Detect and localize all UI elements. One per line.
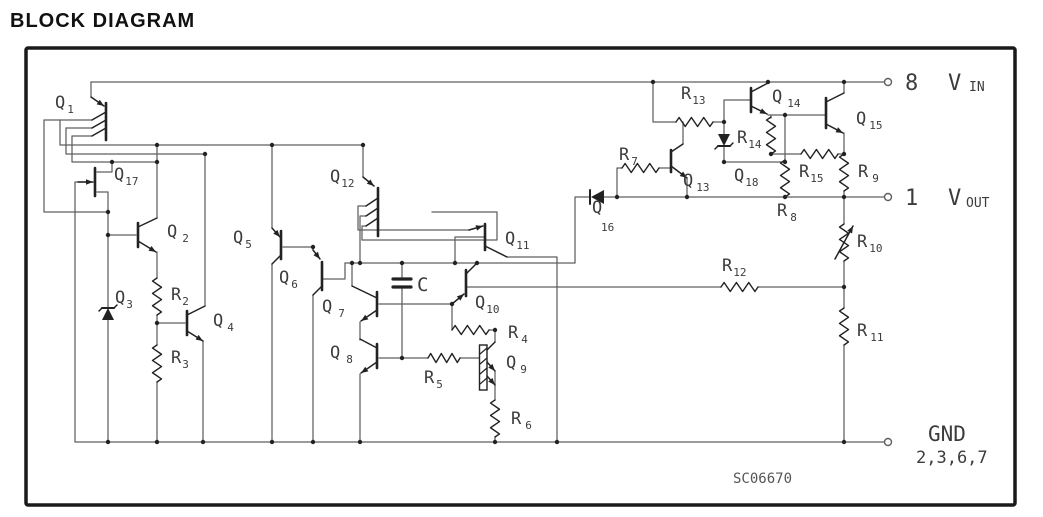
label-r15: R15 bbox=[799, 162, 824, 185]
pin-vin-name: V bbox=[948, 71, 961, 96]
figure-code: SC06670 bbox=[733, 471, 792, 487]
label-q18: Q18 bbox=[734, 166, 759, 189]
label-q12: Q12 bbox=[330, 167, 355, 190]
pin-vin-sub: IN bbox=[969, 80, 985, 95]
pin-gnd: GND 2,3,6,7 bbox=[883, 422, 988, 468]
label-q16-sub: 16 bbox=[601, 221, 614, 234]
terminal-gnd bbox=[883, 437, 893, 447]
label-q3: Q3 bbox=[115, 288, 133, 311]
pin-gnd-name: GND bbox=[928, 422, 966, 446]
terminal-vout bbox=[883, 192, 893, 202]
diagram-frame bbox=[24, 46, 1017, 507]
page-title: BLOCK DIAGRAM bbox=[10, 10, 195, 32]
pin-gnd-numbers: 2,3,6,7 bbox=[916, 448, 988, 468]
label-r3: R3 bbox=[171, 348, 189, 371]
label-q11: Q11 bbox=[505, 229, 530, 252]
pin-vout-sub: OUT bbox=[966, 196, 990, 211]
label-r12: R12 bbox=[722, 256, 747, 279]
pin-vout-name: V bbox=[948, 186, 961, 211]
circuit-drawing bbox=[43, 79, 885, 445]
label-q10: Q10 bbox=[475, 293, 500, 316]
pin-vin-number: 8 bbox=[905, 71, 918, 96]
label-c: C bbox=[417, 274, 428, 296]
label-q16: Q bbox=[592, 198, 602, 218]
label-q17: Q17 bbox=[114, 165, 139, 188]
label-r14: R14 bbox=[737, 128, 762, 151]
terminal-vin bbox=[883, 77, 893, 87]
pin-vin: 8 V IN bbox=[883, 71, 985, 96]
pin-vout: 1 V OUT bbox=[883, 186, 990, 211]
label-r2: R2 bbox=[171, 285, 189, 308]
pin-vout-number: 1 bbox=[905, 186, 918, 211]
label-r13: R13 bbox=[681, 84, 706, 107]
